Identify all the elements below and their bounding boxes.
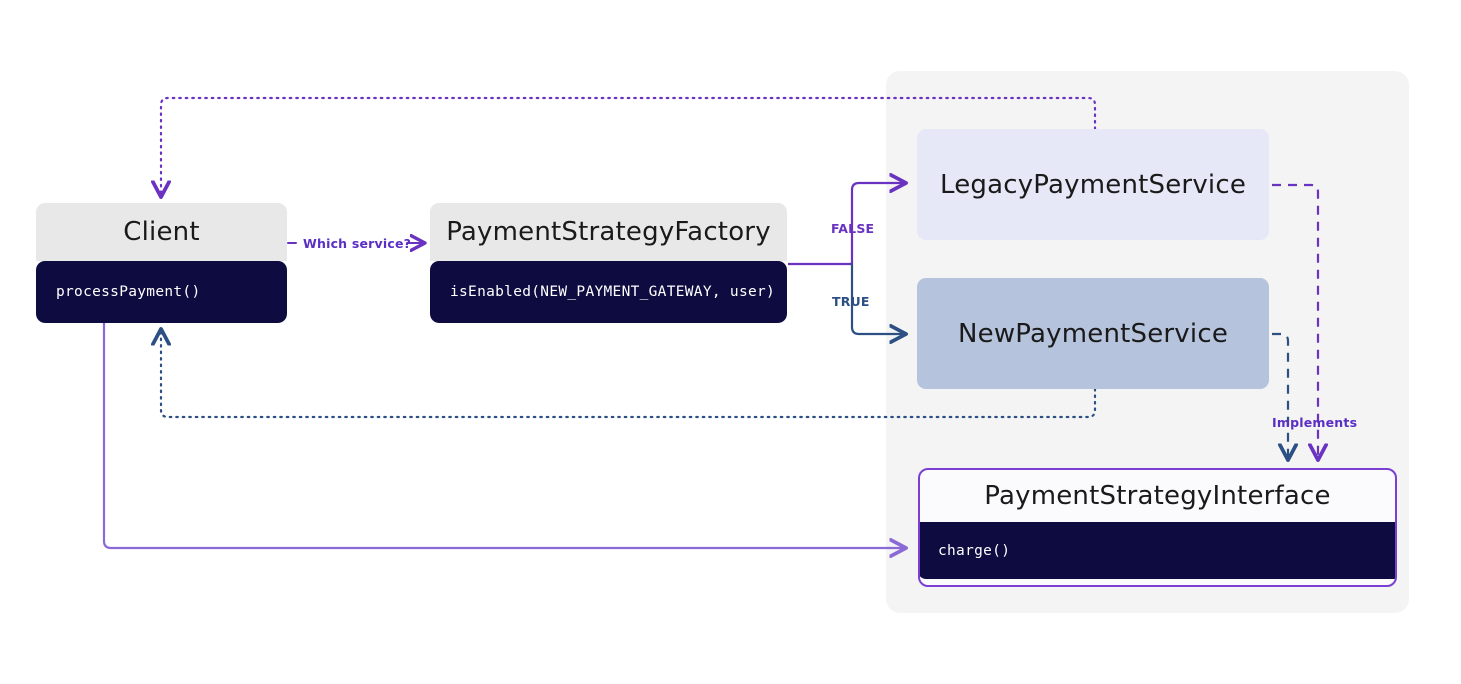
new-service-title: NewPaymentService (957, 318, 1229, 349)
node-payment-strategy-factory[interactable]: PaymentStrategyFactory isEnabled(NEW_PAY… (430, 203, 787, 323)
node-payment-strategy-interface[interactable]: PaymentStrategyInterface charge() (918, 468, 1397, 587)
factory-method: isEnabled(NEW_PAYMENT_GATEWAY, user) (430, 261, 787, 323)
node-new-payment-service[interactable]: NewPaymentService (917, 278, 1269, 389)
client-title: Client (36, 203, 287, 261)
edge-label-which-service: Which service? (303, 236, 412, 251)
edge-label-true: TRUE (832, 294, 870, 309)
client-method: processPayment() (36, 261, 287, 323)
edge-client-to-interface-charge (102, 321, 905, 548)
interface-method: charge() (920, 522, 1395, 579)
interface-title: PaymentStrategyInterface (984, 481, 1331, 511)
node-client[interactable]: Client processPayment() (36, 203, 287, 323)
legacy-title: LegacyPaymentService (939, 169, 1247, 200)
edge-label-implements: Implements (1272, 415, 1358, 430)
factory-title: PaymentStrategyFactory (430, 203, 787, 261)
edge-label-false: FALSE (831, 221, 875, 236)
node-legacy-payment-service[interactable]: LegacyPaymentService (917, 129, 1269, 240)
